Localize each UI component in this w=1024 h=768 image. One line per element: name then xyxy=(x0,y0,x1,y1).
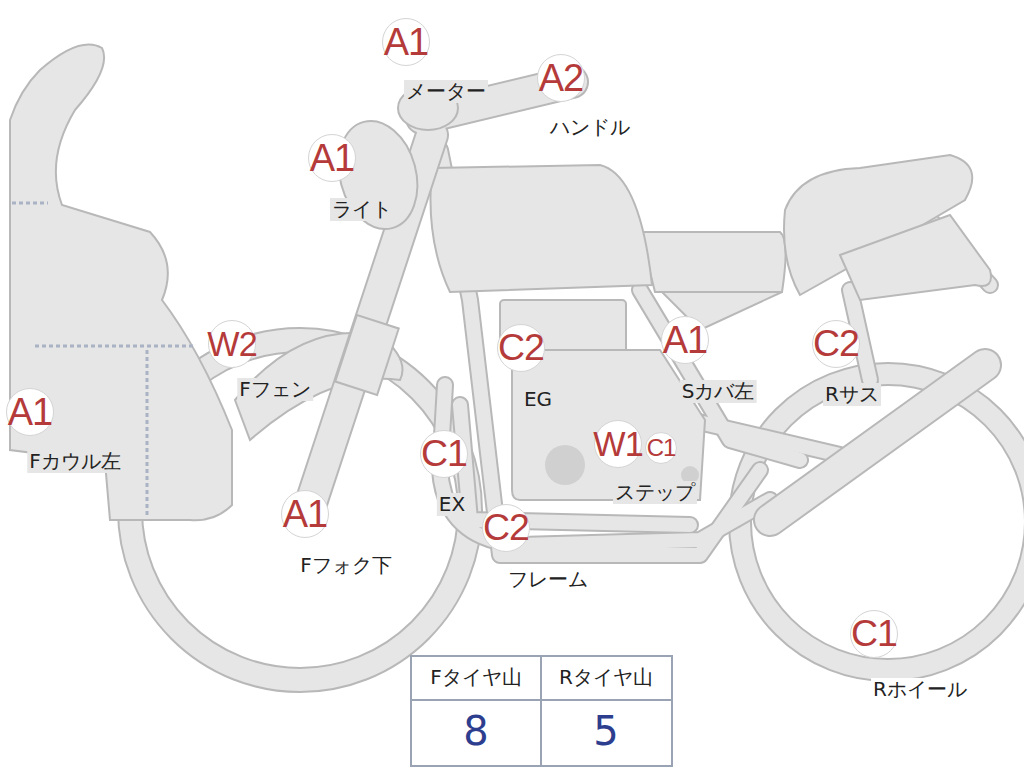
grade-code: A1 xyxy=(663,321,707,359)
part-name: ライト xyxy=(330,198,394,221)
part-name: Rホイール xyxy=(871,678,969,701)
grade-code: W2 xyxy=(207,327,256,361)
grade-circle: W1 xyxy=(594,420,642,468)
grade-circle: A1 xyxy=(382,18,430,66)
part-name: Fフェン xyxy=(237,378,313,401)
grade-code: C1 xyxy=(851,615,897,653)
grade-circle: A1 xyxy=(661,316,709,364)
part-name: フレーム xyxy=(506,568,590,591)
grade-circle: A1 xyxy=(308,134,356,182)
part-name: ステップ xyxy=(613,481,697,504)
grade-code: C1 xyxy=(647,436,676,460)
part-name: メーター xyxy=(404,80,488,103)
grade-code: C2 xyxy=(483,509,529,547)
grade-circle: C2 xyxy=(497,324,545,372)
grade-code: A1 xyxy=(310,139,354,177)
grade-code: C2 xyxy=(813,325,859,363)
part-name: Rサス xyxy=(823,383,881,406)
grade-circle: A1 xyxy=(281,490,329,538)
grade-circle: W2 xyxy=(208,320,256,368)
grade-circle: A2 xyxy=(537,54,585,102)
part-name: Fカウル左 xyxy=(27,450,123,473)
grade-code: A2 xyxy=(539,59,583,97)
grade-code: A1 xyxy=(8,393,52,431)
grade-code: W1 xyxy=(593,427,642,461)
part-name: Fフォク下 xyxy=(298,554,394,577)
grade-circle: C2 xyxy=(482,504,530,552)
grade-circle: C1 xyxy=(420,430,468,478)
grade-circle: C1 xyxy=(850,610,898,658)
grade-circle: C2 xyxy=(812,320,860,368)
grade-circle: A1 xyxy=(6,388,54,436)
part-name: ハンドル xyxy=(548,116,632,139)
part-name: EG xyxy=(522,388,554,411)
tire-table-cell: Rタイヤ山 xyxy=(557,666,655,689)
grade-code: C1 xyxy=(421,435,467,473)
tire-table-cell: 5 xyxy=(591,708,620,754)
grade-circle: C1 xyxy=(645,432,677,464)
grade-code: A1 xyxy=(384,23,428,61)
grade-code: A1 xyxy=(283,495,327,533)
part-name: EX xyxy=(437,493,467,516)
grade-code: C2 xyxy=(498,329,544,367)
tire-table-cell: Fタイヤ山 xyxy=(428,666,524,689)
tire-table-cell: 8 xyxy=(461,708,490,754)
part-name: Sカバ左 xyxy=(680,380,757,403)
